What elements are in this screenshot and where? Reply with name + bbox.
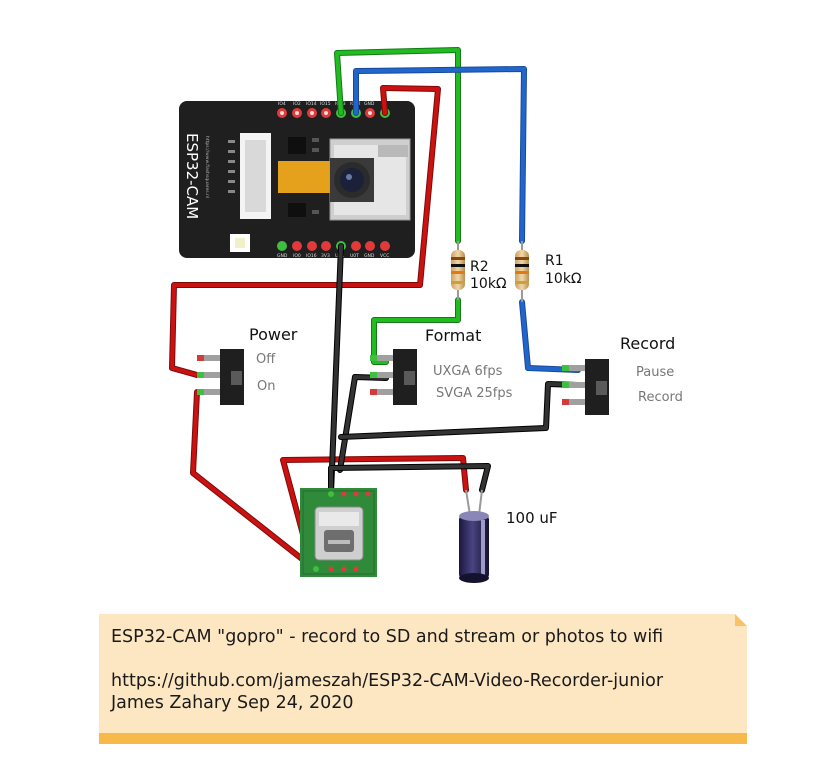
power-switch-title: Power (249, 325, 298, 344)
chip (288, 203, 306, 217)
format-switch-title: Format (425, 326, 481, 345)
note-author-date: James Zahary Sep 24, 2020 (111, 693, 354, 713)
note-title: ESP32-CAM "gopro" - record to SD and str… (111, 627, 664, 647)
power-switch-option: On (257, 379, 275, 394)
power-switch (197, 349, 244, 405)
pin-label: IO15 (320, 101, 331, 107)
format-switch (370, 349, 417, 405)
blue-wire (519, 299, 581, 373)
format-switch-option: UXGA 6fps (433, 364, 503, 379)
pin-label: IO16 (306, 253, 317, 259)
camera-lens (330, 158, 374, 202)
bottom-pin-header (277, 241, 390, 251)
record-switch-title: Record (620, 334, 675, 353)
resistor-r1 (515, 241, 529, 302)
note-bottom-bar (99, 733, 747, 744)
resistor-value: 10kΩ (470, 276, 507, 292)
power-switch-option: Off (256, 352, 276, 367)
resistor-name: R1 (545, 253, 564, 269)
capacitor-value: 100 uF (506, 509, 558, 527)
record-switch-option: Record (638, 390, 683, 405)
annotation-note: ESP32-CAM "gopro" - record to SD and str… (99, 614, 747, 744)
resistor-name: R2 (470, 259, 489, 275)
record-switch (562, 359, 609, 415)
red-wire (190, 389, 319, 573)
note-text: ESP32-CAM "gopro" - record to SD and str… (111, 626, 731, 714)
pin-label: GND (364, 101, 375, 107)
resistor-value: 10kΩ (545, 271, 582, 287)
pin-label: GND (364, 253, 375, 259)
chip (288, 137, 306, 154)
wires (169, 47, 581, 573)
resistor-r2 (451, 241, 465, 300)
capacitor (459, 489, 489, 583)
esp32-cam-board: IO4 IO2 IO14 IO15 IO13 IO12 GND 5V GND I… (179, 101, 415, 259)
note-fold-corner (735, 614, 747, 626)
pin-label: 3V3 (321, 253, 330, 259)
record-switch-option: Pause (636, 365, 674, 380)
board-name: ESP32-CAM (183, 133, 201, 219)
pin-label: GND (277, 253, 288, 259)
usb-breakout-board (300, 488, 377, 577)
pin-label: IO0 (293, 253, 301, 259)
pin-label: IO2 (293, 101, 301, 107)
board-url: https://www.flashsquares.nl (204, 136, 210, 198)
pin-label: VCC (380, 253, 389, 259)
camera-flex-cable (278, 161, 334, 193)
pin-label: IO4 (278, 101, 286, 107)
pin-label: IO14 (306, 101, 317, 107)
note-url: https://github.com/jameszah/ESP32-CAM-Vi… (111, 671, 664, 691)
format-switch-option: SVGA 25fps (436, 386, 513, 401)
pin-label: U0T (350, 253, 359, 259)
